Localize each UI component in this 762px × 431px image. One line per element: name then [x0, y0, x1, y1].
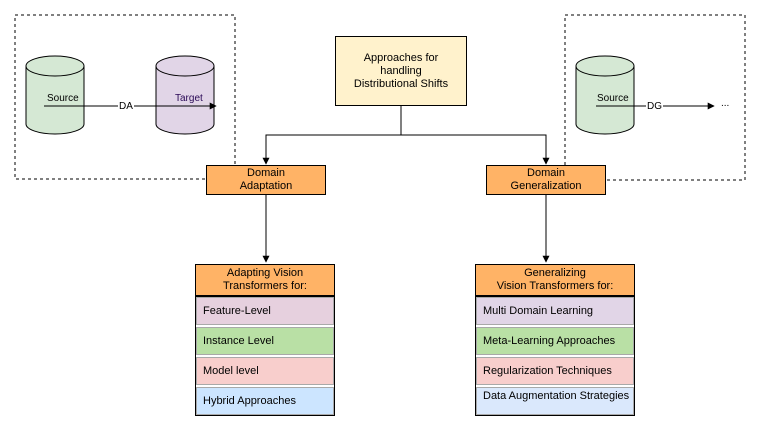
- da-source-label: Source: [47, 93, 79, 104]
- da-list-item: Instance Level: [196, 327, 334, 355]
- root-approaches-box: Approaches for handling Distributional S…: [335, 36, 467, 106]
- da-list-title-2: Transformers for:: [223, 280, 307, 292]
- dg-list-item: Multi Domain Learning: [476, 297, 634, 325]
- dg-list-item: Data Augmentation Strategies: [476, 387, 634, 415]
- dg-source-label: Source: [597, 93, 629, 104]
- dg-list-title-1: Generalizing: [524, 267, 586, 279]
- da-target-cylinder: [155, 55, 215, 135]
- dg-list-item: Regularization Techniques: [476, 357, 634, 385]
- dg-box-line-1: Domain: [527, 167, 565, 179]
- root-line-1: Approaches for: [363, 51, 439, 64]
- domain-adaptation-box: Domain Adaptation: [206, 165, 326, 195]
- root-line-2: handling: [380, 64, 422, 77]
- da-illustration-frame: [14, 14, 236, 180]
- dg-arrow-label: DG: [646, 101, 663, 112]
- dg-source-cylinder: [575, 55, 635, 135]
- domain-generalization-box: Domain Generalization: [486, 165, 606, 195]
- root-line-3: Distributional Shifts: [353, 77, 449, 90]
- da-arrow-label: DA: [118, 101, 134, 112]
- dg-list-header: Generalizing Vision Transformers for:: [475, 264, 635, 296]
- da-target-label: Target: [175, 93, 203, 104]
- da-box-line-2: Adaptation: [239, 180, 293, 192]
- da-list-item: Model level: [196, 357, 334, 385]
- root-connector-right: [401, 134, 550, 165]
- dg-ellipsis: ...: [721, 98, 730, 109]
- dg-box-line-2: Generalization: [510, 180, 582, 192]
- da-list-item: Hybrid Approaches: [196, 387, 334, 415]
- da-list-header: Adapting Vision Transformers for:: [195, 264, 335, 296]
- da-list-title-1: Adapting Vision: [226, 267, 304, 279]
- da-box-line-1: Domain: [247, 167, 285, 179]
- dg-illustration-frame: [564, 14, 746, 181]
- root-connector: [262, 106, 402, 165]
- dg-list-title-2: Vision Transformers for:: [496, 280, 614, 292]
- da-source-cylinder: [25, 55, 85, 135]
- da-list-item: Feature-Level: [196, 297, 334, 325]
- dg-list-item: Meta-Learning Approaches: [476, 327, 634, 355]
